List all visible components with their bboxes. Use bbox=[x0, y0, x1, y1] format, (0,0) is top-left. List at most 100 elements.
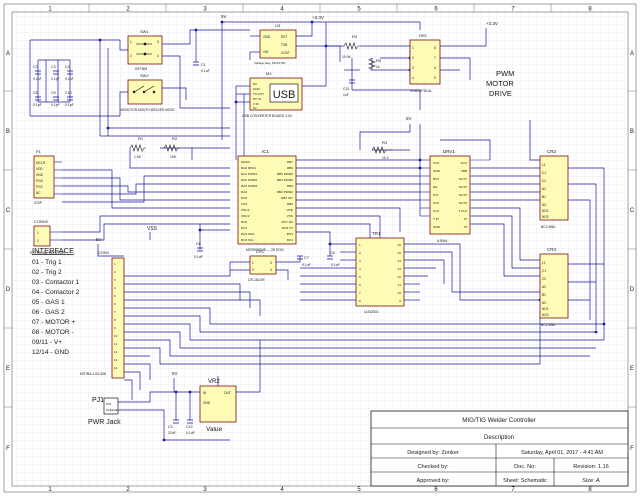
pin-label: 13 bbox=[114, 358, 118, 362]
zone-col-label: 6 bbox=[434, 487, 438, 493]
zone-col-label: 4 bbox=[280, 7, 284, 13]
pin-label: PGC bbox=[36, 185, 44, 189]
resistor-ref: R5 bbox=[376, 58, 382, 63]
pin-label: VCC bbox=[460, 161, 467, 165]
pin-label: C2 bbox=[542, 179, 546, 183]
part-note: ULN2003 bbox=[364, 310, 378, 314]
con1-pins: 1 2 3 4 5 6 7 8 9 10 11 12 13 14 bbox=[114, 262, 118, 370]
cap-value: 0.1uF bbox=[302, 263, 311, 267]
cap-ref: C1 bbox=[201, 63, 206, 67]
interface-line: 03 - Contactor 1 bbox=[32, 279, 80, 286]
pin-label: RB7 bbox=[287, 160, 293, 164]
pin-label: RB1 INT bbox=[281, 196, 293, 200]
pin-label: 5 bbox=[114, 294, 116, 298]
zone-columns-top: 1 2 3 4 5 6 7 8 bbox=[48, 4, 592, 13]
external-monitor-connector: CONN2 1 2 EXTERNAL MONITOR bbox=[30, 219, 65, 255]
ic-ref: TR1 bbox=[372, 231, 381, 236]
pin-label: NO2 bbox=[542, 313, 549, 317]
pin-label: 8 bbox=[359, 299, 361, 303]
pin-label: MCLR bbox=[36, 161, 46, 165]
interface-line: 09/11 - V+ bbox=[32, 339, 62, 346]
power-jack-pj1: PJ1 PIN SLEEVE PWR Jack bbox=[88, 397, 121, 426]
cap-value: 0.1uF bbox=[201, 69, 210, 73]
pin-label: 1 bbox=[252, 261, 254, 265]
pin-label: 4 bbox=[270, 268, 272, 272]
cap-ref: C11 bbox=[343, 87, 349, 91]
pin-label: 14 bbox=[114, 366, 118, 370]
interface-line: 08 - MOTOR - bbox=[32, 329, 74, 336]
title-block-size: Size: A bbox=[582, 478, 600, 484]
pin-label: 4 bbox=[157, 54, 159, 58]
pin-label: GND bbox=[263, 35, 271, 39]
pin-label: 10 bbox=[114, 334, 118, 338]
pin-label: 7 bbox=[434, 56, 436, 60]
part-note: IDEMOTOR MOUTH WELDER MODE bbox=[120, 108, 175, 112]
ic-ref: U3 bbox=[275, 23, 281, 28]
cap-value: 0.1pF bbox=[65, 103, 74, 107]
zone-col-label: 3 bbox=[203, 7, 207, 13]
pin-label: 14 bbox=[398, 259, 402, 263]
cap-ref: C3 bbox=[168, 425, 173, 429]
part-note: BC2-6NU bbox=[541, 225, 556, 229]
cap-value: 0.1uF bbox=[331, 263, 340, 267]
pin-label: NO1 bbox=[542, 209, 549, 213]
ic1-pins-right: RB7 RB6 RB5 PWM3 RB4 PWM2 RB3 RB2 PWM1 R… bbox=[277, 160, 294, 242]
cap-value: 0.1pF bbox=[51, 103, 60, 107]
pin-label: VSS bbox=[287, 214, 293, 218]
pin-label: RB5 PWM3 bbox=[277, 172, 293, 176]
pin-label: PGD bbox=[36, 179, 44, 183]
pin-label: VIN bbox=[263, 50, 269, 54]
title-block-revision: Revision: 1.16 bbox=[573, 464, 608, 470]
pin-label: 2 bbox=[359, 251, 361, 255]
pin-label: 1 bbox=[114, 262, 116, 266]
pin-label: RC7 RX bbox=[282, 220, 293, 224]
interface-line: 02 - Trig 2 bbox=[32, 269, 62, 276]
ic1-pins-left: MCLR RA0 DPD1 RA1 PWM1 RA2 PWM2 RA3 PWM3… bbox=[241, 160, 257, 242]
cap-ref: C2 bbox=[33, 65, 38, 69]
pin-label: OUT4 bbox=[459, 201, 468, 205]
switch-ref: SW1 bbox=[140, 29, 149, 34]
pin-label: NO1 bbox=[542, 307, 549, 311]
pin-label: OUT3 bbox=[459, 193, 468, 197]
pin-label: GND bbox=[433, 169, 441, 173]
pin-label: VCC bbox=[433, 161, 440, 165]
switch-ref: SW2 bbox=[140, 73, 149, 78]
pin-label: 1 bbox=[130, 40, 132, 44]
zone-row-label: A bbox=[630, 51, 634, 57]
interface-line: 06 - GAS 2 bbox=[32, 309, 65, 316]
relay-cr2: CR2 L1 C1 C2 A2 B1 NC NO1 NO2 BC2-6NU bbox=[539, 149, 569, 229]
pin-label: RA3 PWM3 bbox=[241, 184, 257, 188]
pin-label: T IN bbox=[433, 217, 439, 221]
pin-label: NO2 bbox=[542, 215, 549, 219]
zone-rows-left: A B C D E F bbox=[4, 51, 12, 452]
pin-label: 2 bbox=[114, 270, 116, 274]
pin-label: 8 bbox=[434, 46, 436, 50]
pwm-motor-drive-label: PWM MOTOR DRIVE bbox=[486, 69, 514, 98]
pin-label: RC4 bbox=[287, 238, 293, 242]
pin-label: OSC2 bbox=[241, 214, 250, 218]
title-block-designer: Designed by: Zonker bbox=[407, 450, 459, 456]
transistor-array-tr1: TR1 1 2 3 4 5 6 7 8 16 15 14 13 12 11 10… bbox=[355, 231, 405, 314]
pin-label: 5 bbox=[434, 76, 436, 80]
part-number: DETNM bbox=[135, 67, 147, 71]
relay-ref: CR2 bbox=[547, 149, 556, 154]
pin-label: 7 bbox=[359, 291, 361, 295]
pin-label: 4 bbox=[114, 286, 116, 290]
switch-sw2: SW2 IDEMOTOR MOUTH WELDER MODE bbox=[120, 73, 175, 112]
resistor-r3: R3 10.0 bbox=[371, 140, 392, 160]
rail-label-5v: 5V bbox=[406, 116, 412, 121]
module-ref: M1 bbox=[266, 71, 272, 76]
pin-label: TX OUT bbox=[253, 92, 264, 96]
pin-label: 16 bbox=[398, 243, 402, 247]
cap-ref: C7 bbox=[304, 256, 309, 260]
rail-label-3v3: +3.3V bbox=[312, 15, 324, 20]
pin-label: 8 bbox=[114, 318, 116, 322]
optocoupler-cr1: CR1 1 2 3 4 CR-16C4R bbox=[248, 249, 277, 282]
zone-row-label: F bbox=[630, 446, 634, 452]
pin-label: 3 bbox=[359, 259, 361, 263]
part-note: Voltage Reg. MCP1700 bbox=[254, 61, 286, 65]
zone-col-label: 5 bbox=[357, 7, 361, 13]
pin-label: A2 bbox=[542, 285, 546, 289]
capacitor-c3-bulk: C3 22uF bbox=[168, 419, 179, 435]
